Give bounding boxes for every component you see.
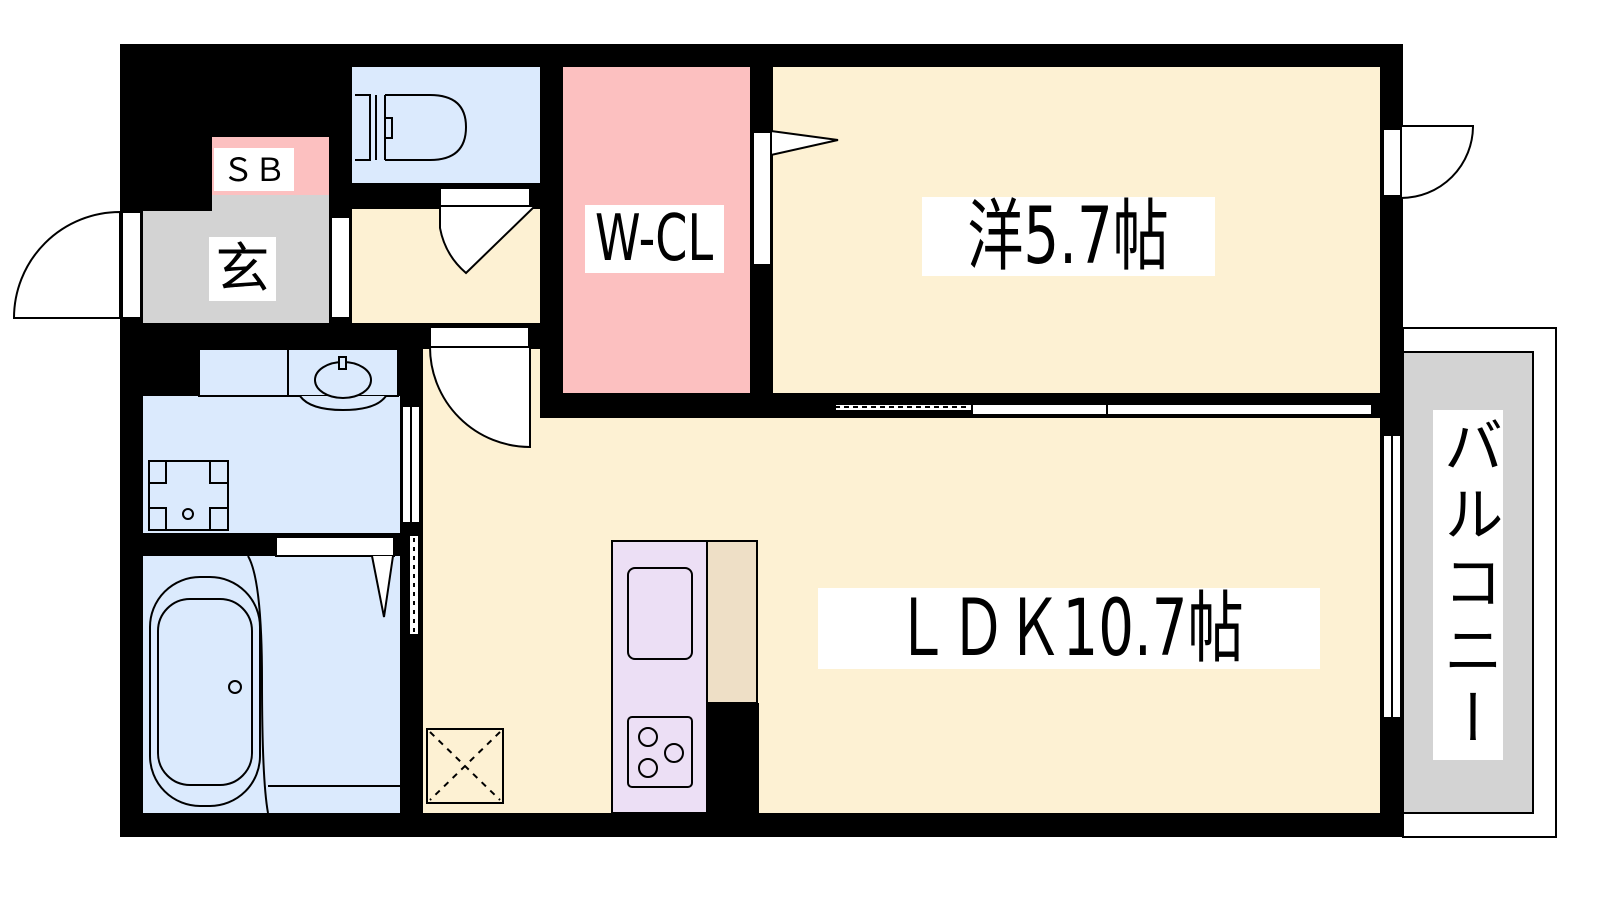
balcony-label-text: バルコニー [1433,415,1503,755]
side-counter [706,540,758,704]
kitchen-wall [707,703,759,813]
washroom-floor [143,396,400,533]
washing-machine-pan-icon [148,460,229,531]
bathroom-floor [143,556,400,813]
bathtub-icon [149,555,400,814]
washroom-sliding-door[interactable] [401,405,421,636]
bath-door[interactable] [275,536,395,557]
entrance-floor-top [212,195,329,213]
entrance-door[interactable] [12,210,142,319]
western-room-label-text: 洋5.7帖 [967,191,1170,282]
refrigerator-space-icon [426,728,504,804]
western-room-window-door[interactable] [1382,125,1475,200]
entrance-label: 玄 [209,237,276,301]
shoe-box-label: ＳＢ [214,148,294,191]
ldk-label: ＬＤＫ10.7帖 [818,588,1320,669]
bath-door-swing [371,555,394,618]
toilet-room [352,67,540,183]
walk-in-closet-label-text: W-CL [595,202,714,276]
entrance-inner-door[interactable] [330,216,351,319]
ldk-wall-strip [835,410,972,418]
balcony-label: バルコニー [1433,410,1503,760]
toilet-door[interactable] [439,187,538,275]
kitchen-sink-icon [627,567,693,660]
closet-door[interactable] [752,129,839,266]
sink-icon [287,348,399,412]
ldk-balcony-window[interactable] [1382,434,1402,719]
ldk-label-text: ＬＤＫ10.7帖 [894,583,1244,674]
washroom-door[interactable] [428,326,531,449]
toilet-icon [355,94,468,161]
western-room-sliding-door[interactable] [834,397,1373,416]
walk-in-closet-label: W-CL [585,205,724,273]
western-room-label: 洋5.7帖 [922,197,1215,276]
stove-icon [627,716,693,788]
